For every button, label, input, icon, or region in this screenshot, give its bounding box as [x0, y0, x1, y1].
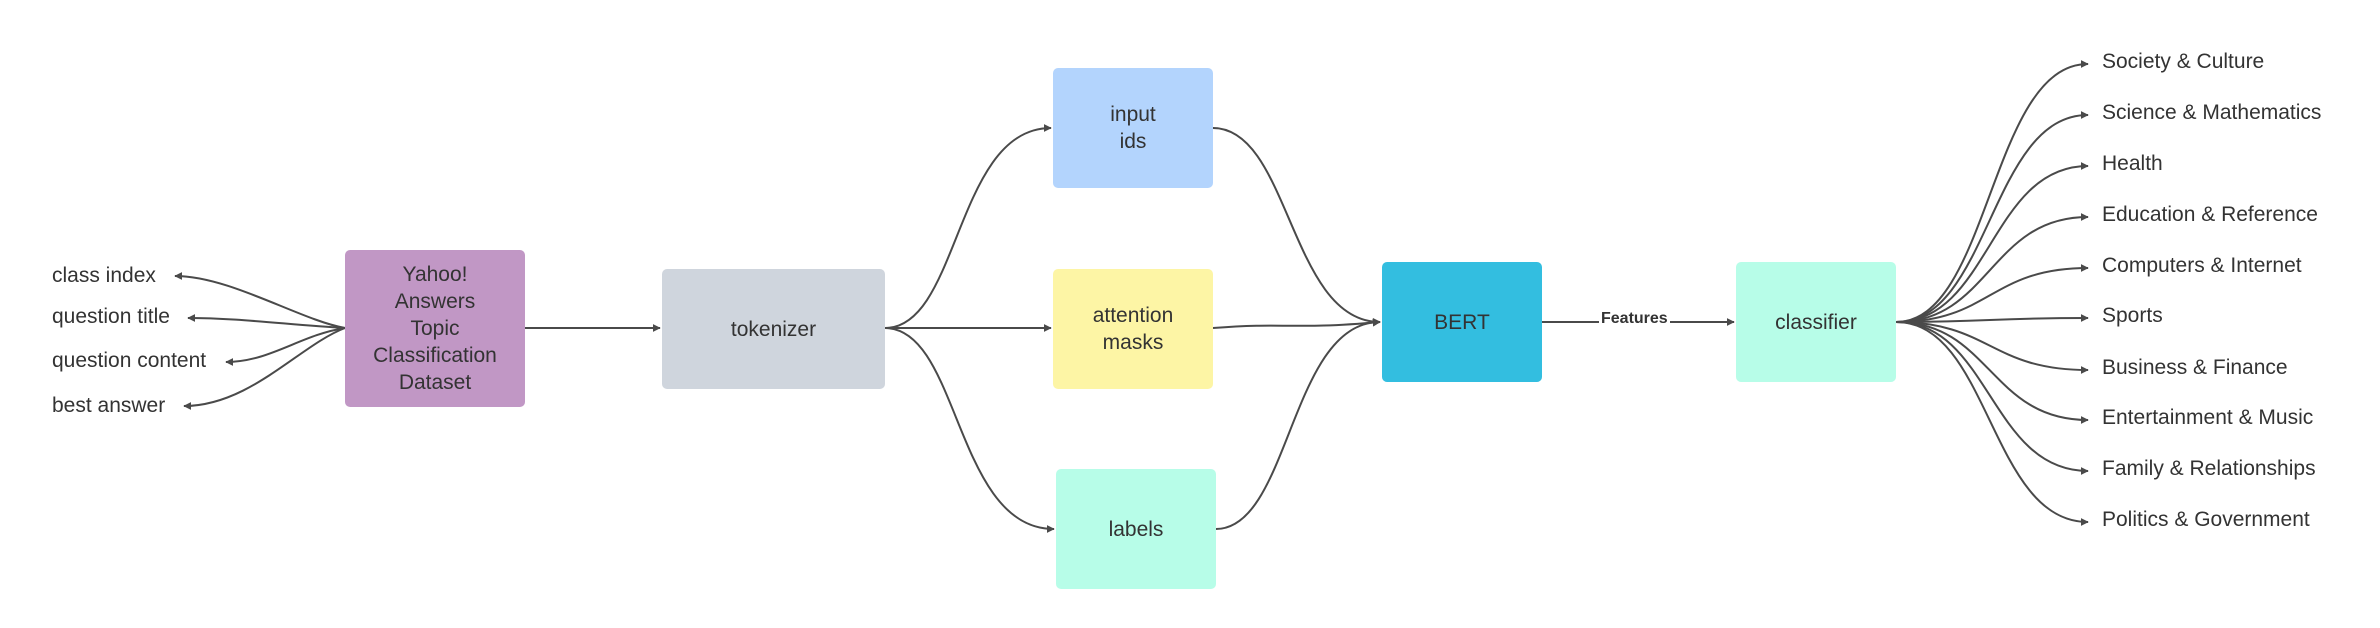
field-question-content: question content — [52, 349, 207, 372]
class-society-culture: Society & Culture — [2102, 50, 2265, 73]
field-class-index: class index — [52, 264, 156, 287]
attention-masks-node[interactable]: attention masks — [1053, 269, 1213, 389]
class-sports: Sports — [2102, 304, 2163, 327]
edge-classifier-to-family-relationships — [1895, 321, 2089, 475]
edge-classifier-to-health — [1895, 162, 2089, 323]
edge-tokenizer-to-input-ids — [884, 124, 1052, 329]
edge-classifier-to-computers-internet — [1895, 264, 2089, 323]
bert-node[interactable]: BERT — [1382, 262, 1542, 382]
edge-classifier-to-entertainment-music — [1895, 321, 2089, 424]
edge-tokenizer-to-labels — [884, 327, 1055, 533]
input-ids-node[interactable]: input ids — [1053, 68, 1213, 188]
classifier-node[interactable]: classifier — [1736, 262, 1896, 382]
labels-node[interactable]: labels — [1056, 469, 1216, 589]
edge-input-ids-to-bert — [1212, 127, 1381, 326]
edge-classifier-to-science-mathematics — [1895, 111, 2089, 323]
class-business-finance: Business & Finance — [2102, 356, 2288, 379]
features-edge-label: Features — [1599, 309, 1670, 329]
field-best-answer: best answer — [52, 394, 166, 417]
class-science-mathematics: Science & Mathematics — [2102, 101, 2322, 124]
class-entertainment-music: Entertainment & Music — [2102, 406, 2314, 429]
class-health: Health — [2102, 152, 2163, 175]
edge-labels-to-bert — [1215, 318, 1381, 530]
edge-classifier-to-politics-government — [1895, 321, 2089, 526]
edge-attention-masks-to-bert — [1212, 318, 1381, 329]
field-question-title: question title — [52, 305, 170, 328]
tokenizer-node[interactable]: tokenizer — [662, 269, 885, 389]
edge-classifier-to-sports — [1895, 314, 2089, 323]
dataset-node[interactable]: Yahoo! Answers Topic Classification Data… — [345, 250, 525, 407]
edge-classifier-to-business-finance — [1895, 321, 2089, 374]
edge-dataset-to-class-index — [174, 272, 346, 329]
edge-dataset-to-question-content — [225, 327, 346, 366]
class-family-relationships: Family & Relationships — [2102, 457, 2316, 480]
class-education-reference: Education & Reference — [2102, 203, 2318, 226]
edge-classifier-to-education-reference — [1895, 213, 2089, 323]
edge-classifier-to-society-culture — [1895, 60, 2089, 323]
class-politics-government: Politics & Government — [2102, 508, 2310, 531]
edge-dataset-to-best-answer — [183, 327, 346, 410]
edge-dataset-to-question-title — [187, 314, 346, 329]
class-computers-internet: Computers & Internet — [2102, 254, 2302, 277]
